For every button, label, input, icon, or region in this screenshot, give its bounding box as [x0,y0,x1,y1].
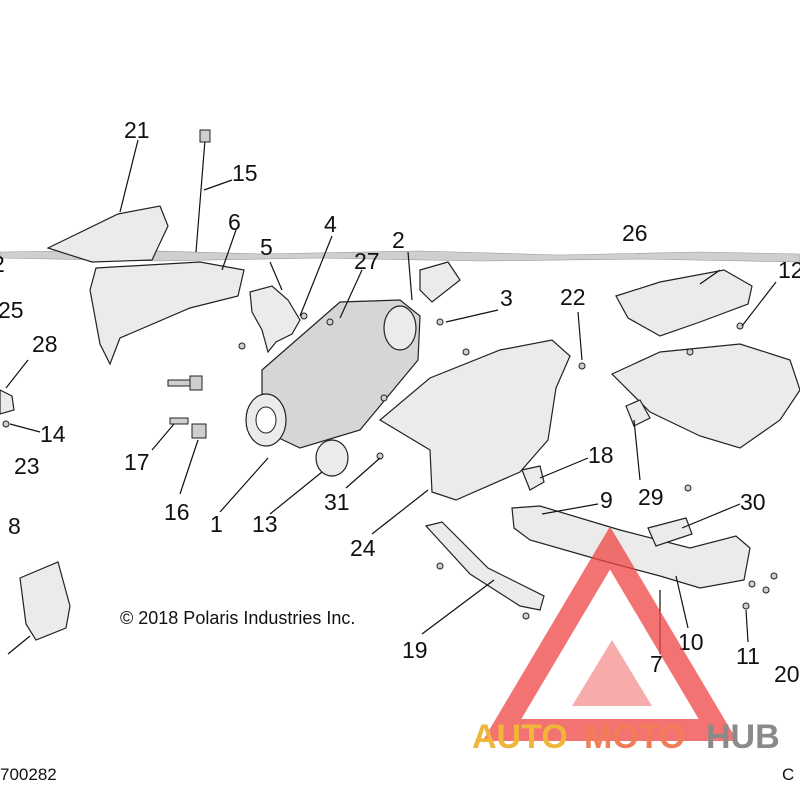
callout-24: 24 [350,535,376,561]
callout-2-edge: 2 [0,251,5,277]
strap-19 [424,521,545,611]
callout-21: 21 [124,117,150,143]
heat-shield-6 [89,261,245,366]
callout-28: 28 [32,331,58,357]
heat-shield-12 [610,343,800,449]
callout-29: 29 [638,484,664,510]
callout-27: 27 [354,248,380,274]
callout-20: 20 [774,661,800,687]
callout-4: 4 [324,211,337,237]
callout-15: 15 [232,160,258,186]
heat-shield-24 [378,339,571,501]
spring-bolt-17 [167,375,207,439]
callout-1: 1 [210,511,223,537]
muffler-1 [245,299,421,449]
callout-19: 19 [402,637,428,663]
callout-25: 25 [0,297,24,323]
torn-strip [0,249,800,263]
clamp-2 [419,261,461,303]
callout-5: 5 [260,234,273,260]
callout-14: 14 [40,421,66,447]
bracket-18 [521,465,545,491]
gasket-30 [647,517,693,547]
callout-30: 30 [740,489,766,515]
callout-12: 12 [778,257,800,283]
callout-22: 22 [560,284,586,310]
heat-shield-26 [615,269,753,337]
callout-2: 2 [392,227,405,253]
callout-3: 3 [500,285,513,311]
watermark-logo [482,526,738,741]
watermark-auto: AUTO [472,718,568,756]
callout-31: 31 [324,489,350,515]
fasteners [2,312,778,620]
callout-23: 23 [14,453,40,479]
bracket-28 [0,389,15,415]
bracket-29 [625,399,651,427]
callout-26: 26 [622,220,648,246]
copyright-text: © 2018 Polaris Industries Inc. [120,608,355,628]
callout-11: 11 [736,643,760,669]
gasket-13 [315,439,349,477]
guard-20 [19,561,71,641]
callout-17: 17 [124,449,150,475]
callout-7: 7 [650,651,663,677]
callout-6: 6 [228,209,241,235]
oxygen-sensor-15 [195,129,211,253]
heat-shield-21 [46,205,169,263]
watermark-moto: MOTO [584,718,685,756]
bracket-5 [249,285,301,354]
callout-16: 16 [164,499,190,525]
callout-9: 9 [600,487,613,513]
watermark-text: AUTO MOTO HUB [472,718,780,756]
callout-8: 8 [8,513,21,539]
diagram-code-right: C [782,765,794,784]
diagram-code-left: 700282 [0,765,57,784]
callout-labels: 21 15 6 5 4 27 2 26 12 3 22 25 28 14 23 … [0,117,800,687]
watermark-hub: HUB [706,718,780,756]
callout-13: 13 [252,511,278,537]
header-pipe-9 [511,505,751,589]
callout-18: 18 [588,442,614,468]
